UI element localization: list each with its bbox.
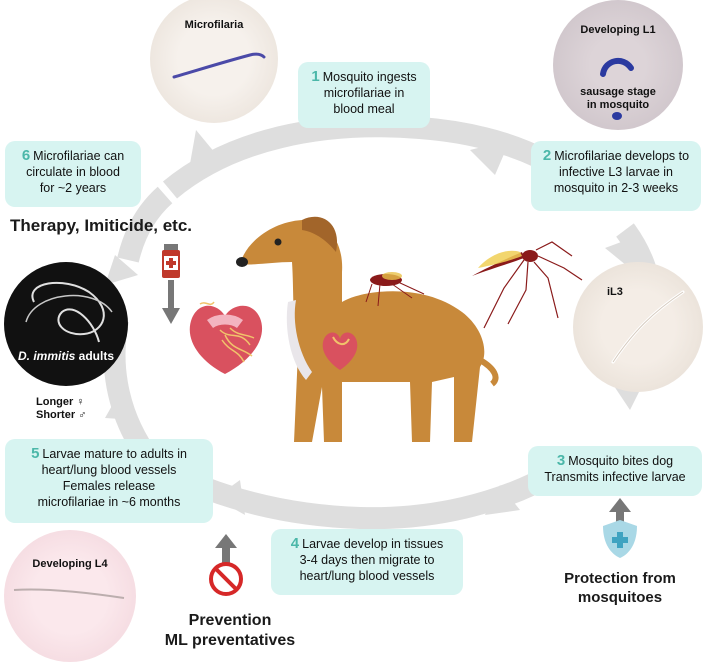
step-5-line3: Females release	[62, 479, 156, 493]
step-3-number: 3	[556, 452, 566, 469]
adults-label-species: D. immitis	[17, 349, 76, 363]
prevention-label-line2: ML preventatives	[164, 632, 296, 649]
il3-photo: iL3	[573, 262, 703, 392]
step-1-number: 1	[311, 68, 320, 85]
medicine-bottle-icon	[162, 244, 180, 324]
protection-label-line2: mosquitoes	[577, 589, 663, 606]
step-2-line2: infective L3 larvae in	[559, 165, 673, 179]
step-1-line1: Mosquito ingests	[322, 70, 417, 84]
protection-shield-icon	[603, 498, 637, 558]
shorter-male-label: Shorter ♂	[36, 409, 87, 421]
dog-heart-icon	[322, 332, 358, 370]
il3-label: iL3	[607, 286, 623, 298]
developing-l1-label: Developing L1	[580, 24, 656, 36]
longer-female-label: Longer ♀	[36, 396, 85, 408]
step-4-line2: 3-4 days then migrate to	[299, 553, 435, 567]
step-5-line1: Larvae mature to adults in	[42, 447, 187, 461]
protection-label-line1: Protection from	[564, 570, 676, 587]
step-5-line4: microfilariae in ~6 months	[37, 495, 181, 509]
step-1-line2: microfilariae in	[323, 86, 405, 100]
microfilaria-photo: Microfilaria	[150, 0, 278, 123]
therapy-label: Therapy, Imiticide, etc.	[10, 216, 193, 235]
prevention-icon	[209, 534, 243, 596]
step-1-line3: blood meal	[333, 102, 395, 116]
step-5-number: 5	[31, 445, 40, 462]
step-2-line1: Microfilariae develops to	[554, 149, 690, 163]
adult-worms-icon	[25, 281, 113, 343]
developing-l1-photo: Developing L1 sausage stage in mosquito	[553, 0, 683, 130]
step-2-number: 2	[542, 147, 552, 164]
developing-l4-photo: Developing L4	[4, 530, 136, 662]
step-6-line2: circulate in blood	[26, 165, 120, 179]
l1-caption-line2: in mosquito	[586, 99, 650, 111]
microfilaria-label: Microfilaria	[184, 19, 244, 31]
developing-l4-label: Developing L4	[32, 558, 108, 570]
step-4-number: 4	[290, 535, 300, 552]
step-2-line3: mosquito in 2-3 weeks	[553, 181, 679, 195]
l1-larva-icon	[600, 57, 634, 120]
small-mosquito-icon	[365, 272, 425, 307]
mosquito-icon	[472, 241, 583, 329]
l4-larva-icon	[13, 588, 125, 599]
step-4-line1: Larvae develop in tissues	[302, 537, 444, 551]
step-6-number: 6	[21, 147, 31, 164]
adults-photo: D. immitis adults	[4, 262, 128, 386]
prevention-label-line1: Prevention	[188, 612, 272, 629]
infected-heart-icon	[189, 301, 263, 374]
step-3-line1: Mosquito bites dog	[568, 454, 674, 468]
step-6-line1: Microfilariae can	[33, 149, 125, 163]
dog-illustration	[236, 216, 499, 442]
microfilaria-worm-icon	[172, 52, 266, 79]
step-4-line3: heart/lung blood vessels	[299, 569, 435, 583]
adults-label: D. immitis adults	[4, 349, 128, 363]
step-5-line2: heart/lung blood vessels	[41, 463, 177, 477]
step-6-line3: for ~2 years	[39, 181, 107, 195]
step-3-line2: Transmits infective larvae	[544, 470, 686, 484]
il3-larva-icon	[611, 290, 685, 364]
l1-caption-line1: sausage stage	[580, 86, 656, 98]
adults-label-rest: adults	[75, 349, 115, 363]
